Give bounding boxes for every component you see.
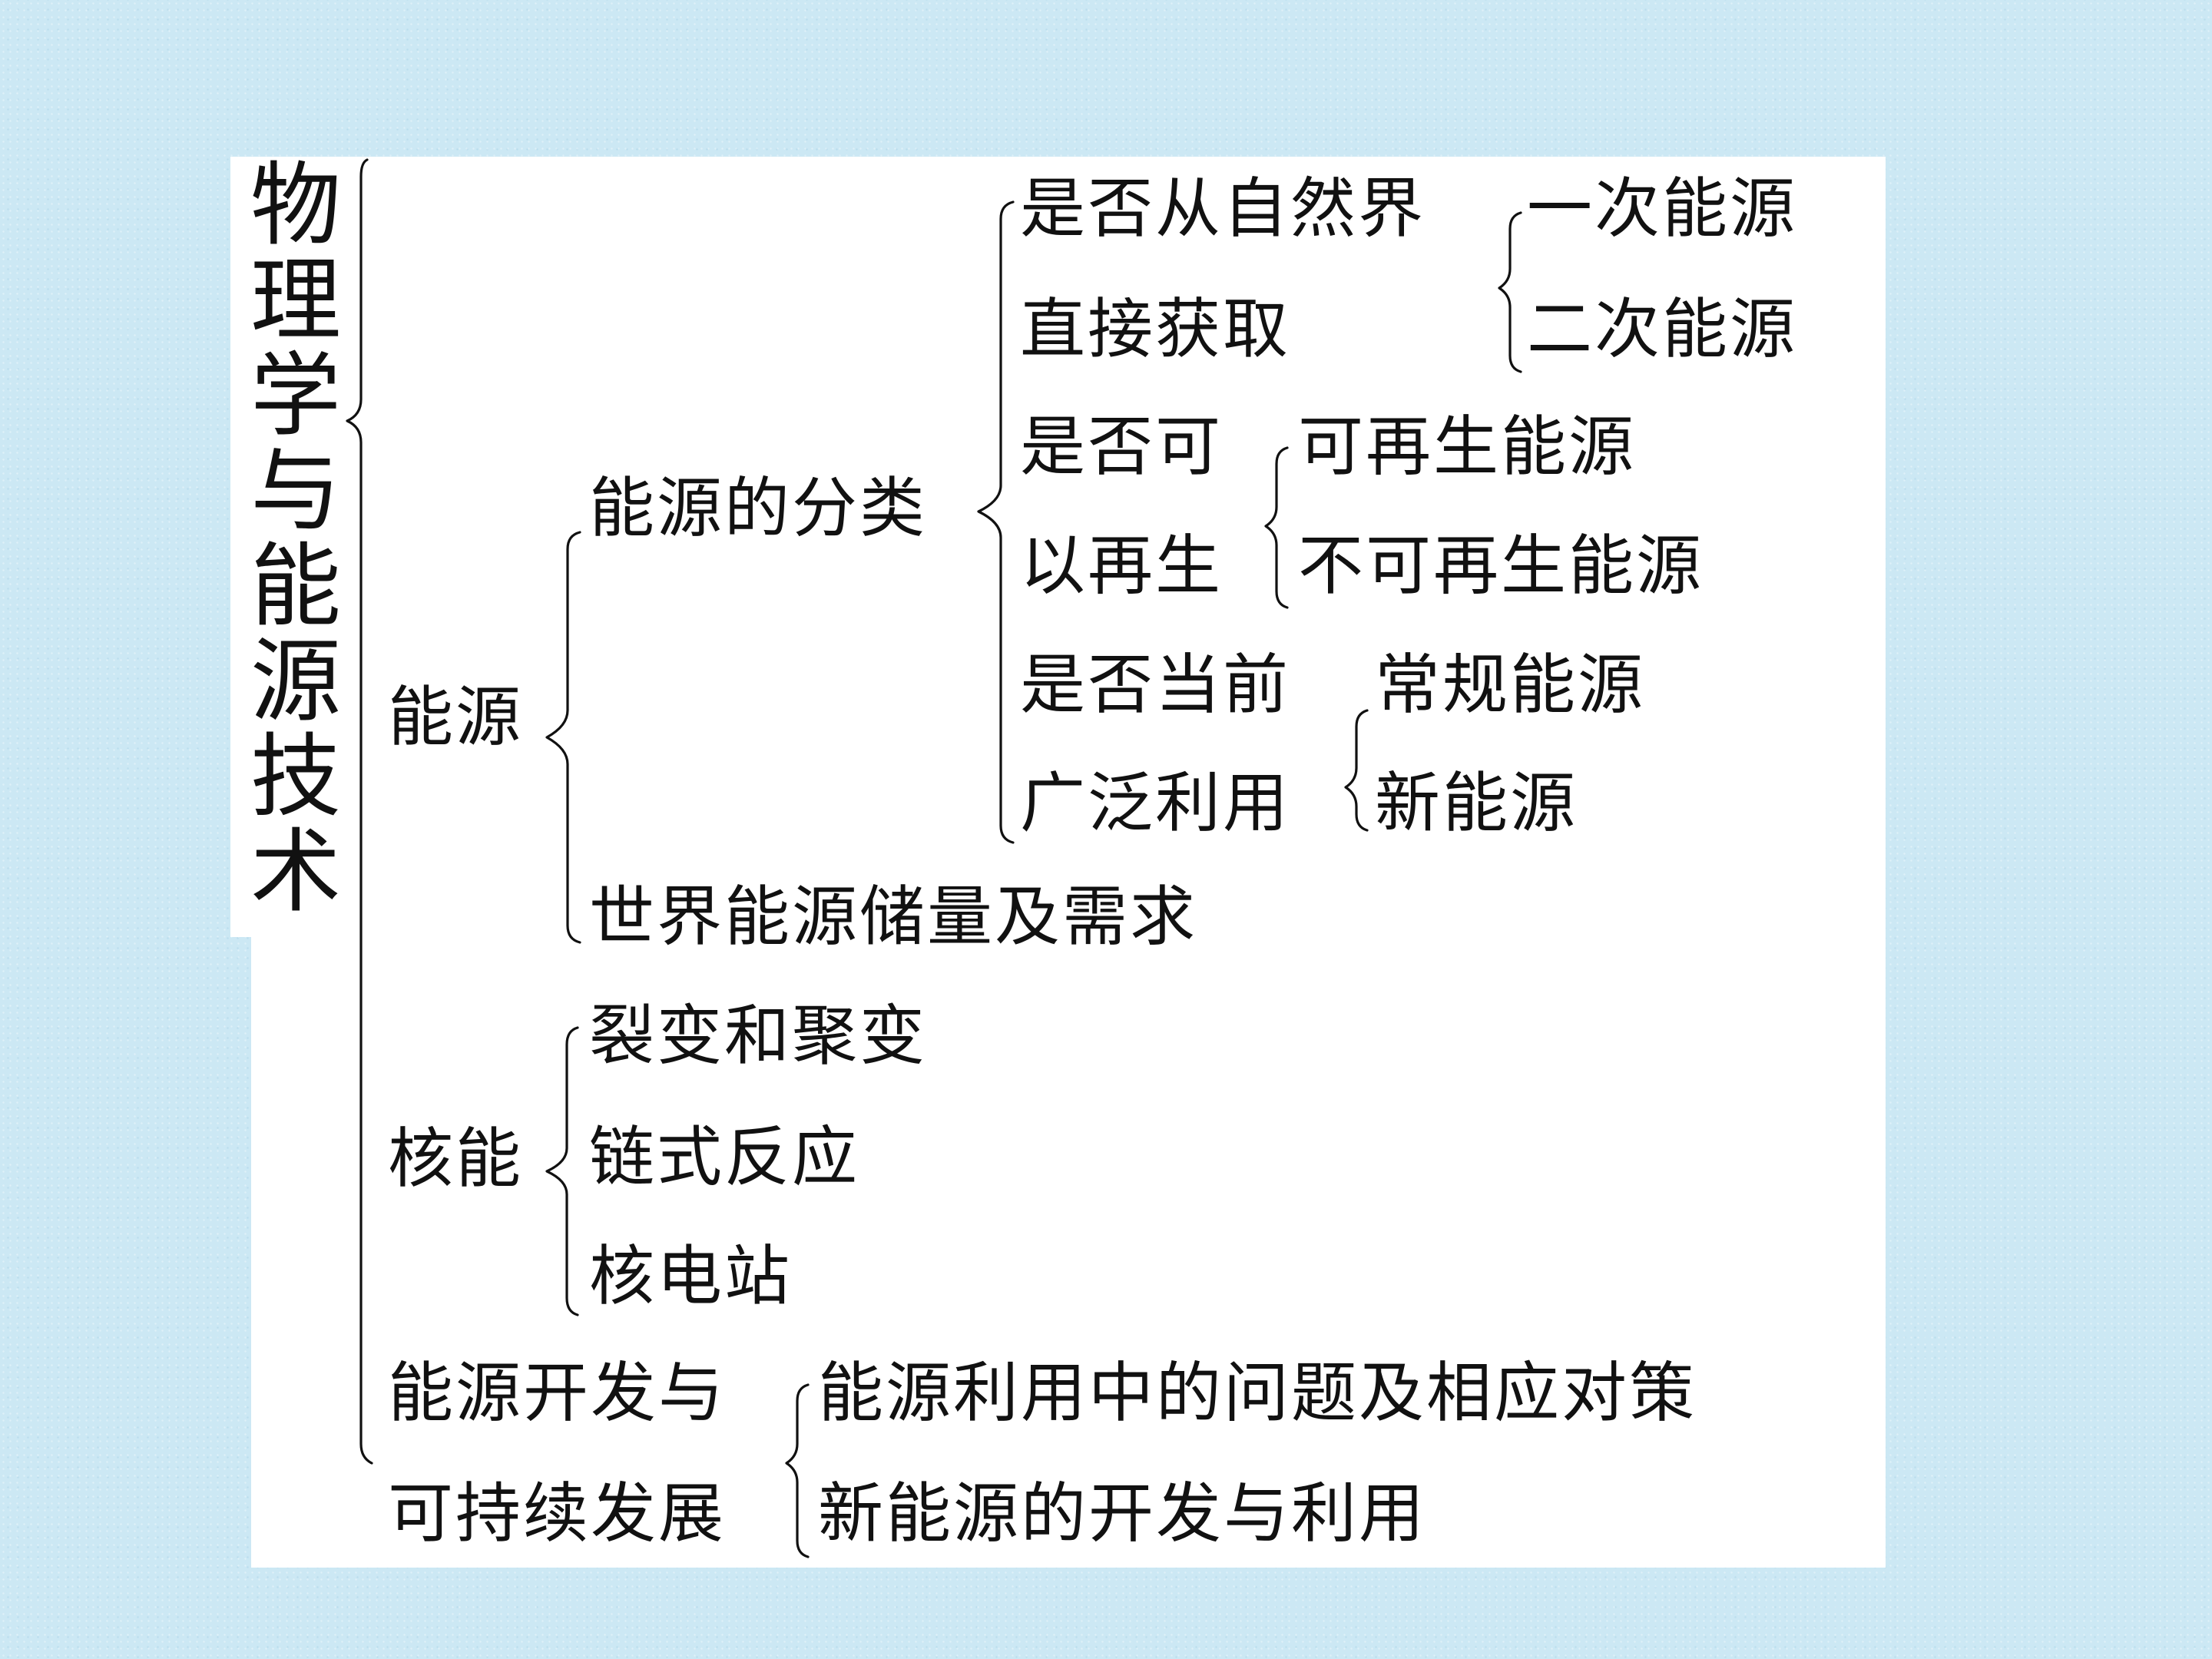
nuclear-item: 裂变和聚变 bbox=[589, 998, 928, 1075]
natural-criterion-line1: 是否从自然界 bbox=[1020, 171, 1426, 247]
sustainable-label-line2: 可持续发展 bbox=[388, 1476, 727, 1552]
secondary-energy-label: 二次能源 bbox=[1527, 292, 1798, 368]
current-criterion-line1: 是否当前 bbox=[1020, 647, 1291, 724]
root-char: 学 bbox=[250, 343, 341, 449]
sustainable-item: 能源利用中的问题及相应对策 bbox=[818, 1356, 1697, 1432]
nuclear-label: 核能 bbox=[388, 1121, 524, 1197]
root-char: 源 bbox=[250, 628, 341, 734]
sustainable-item: 新能源的开发与利用 bbox=[818, 1476, 1427, 1552]
energy-label: 能源 bbox=[388, 680, 524, 756]
new-energy-label: 新能源 bbox=[1375, 766, 1578, 842]
nuclear-item: 链式反应 bbox=[589, 1120, 860, 1196]
root-char: 能 bbox=[250, 533, 341, 639]
root-char: 物 bbox=[250, 152, 341, 258]
conventional-energy-label: 常规能源 bbox=[1375, 647, 1646, 724]
content-card-notch bbox=[230, 157, 261, 937]
root-char: 术 bbox=[250, 819, 341, 925]
root-char: 技 bbox=[250, 724, 341, 830]
renewable-energy-label: 可再生能源 bbox=[1298, 409, 1637, 485]
renewable-criterion-line1: 是否可 bbox=[1020, 409, 1224, 485]
root-title: 物 理 学 与 能 源 技 术 bbox=[246, 157, 346, 919]
reserves-label: 世界能源储量及需求 bbox=[589, 879, 1198, 955]
content-card bbox=[251, 157, 1886, 1568]
natural-criterion-line2: 直接获取 bbox=[1020, 292, 1291, 368]
primary-energy-label: 一次能源 bbox=[1527, 171, 1798, 247]
sustainable-label-line1: 能源开发与 bbox=[388, 1356, 727, 1432]
root-char: 与 bbox=[250, 438, 341, 544]
current-criterion-line2: 广泛利用 bbox=[1020, 766, 1291, 842]
nuclear-item: 核电站 bbox=[589, 1239, 793, 1315]
root-char: 理 bbox=[250, 247, 341, 353]
nonrenewable-energy-label: 不可再生能源 bbox=[1298, 528, 1704, 604]
classification-label: 能源的分类 bbox=[589, 471, 928, 547]
renewable-criterion-line2: 以再生 bbox=[1020, 528, 1224, 604]
